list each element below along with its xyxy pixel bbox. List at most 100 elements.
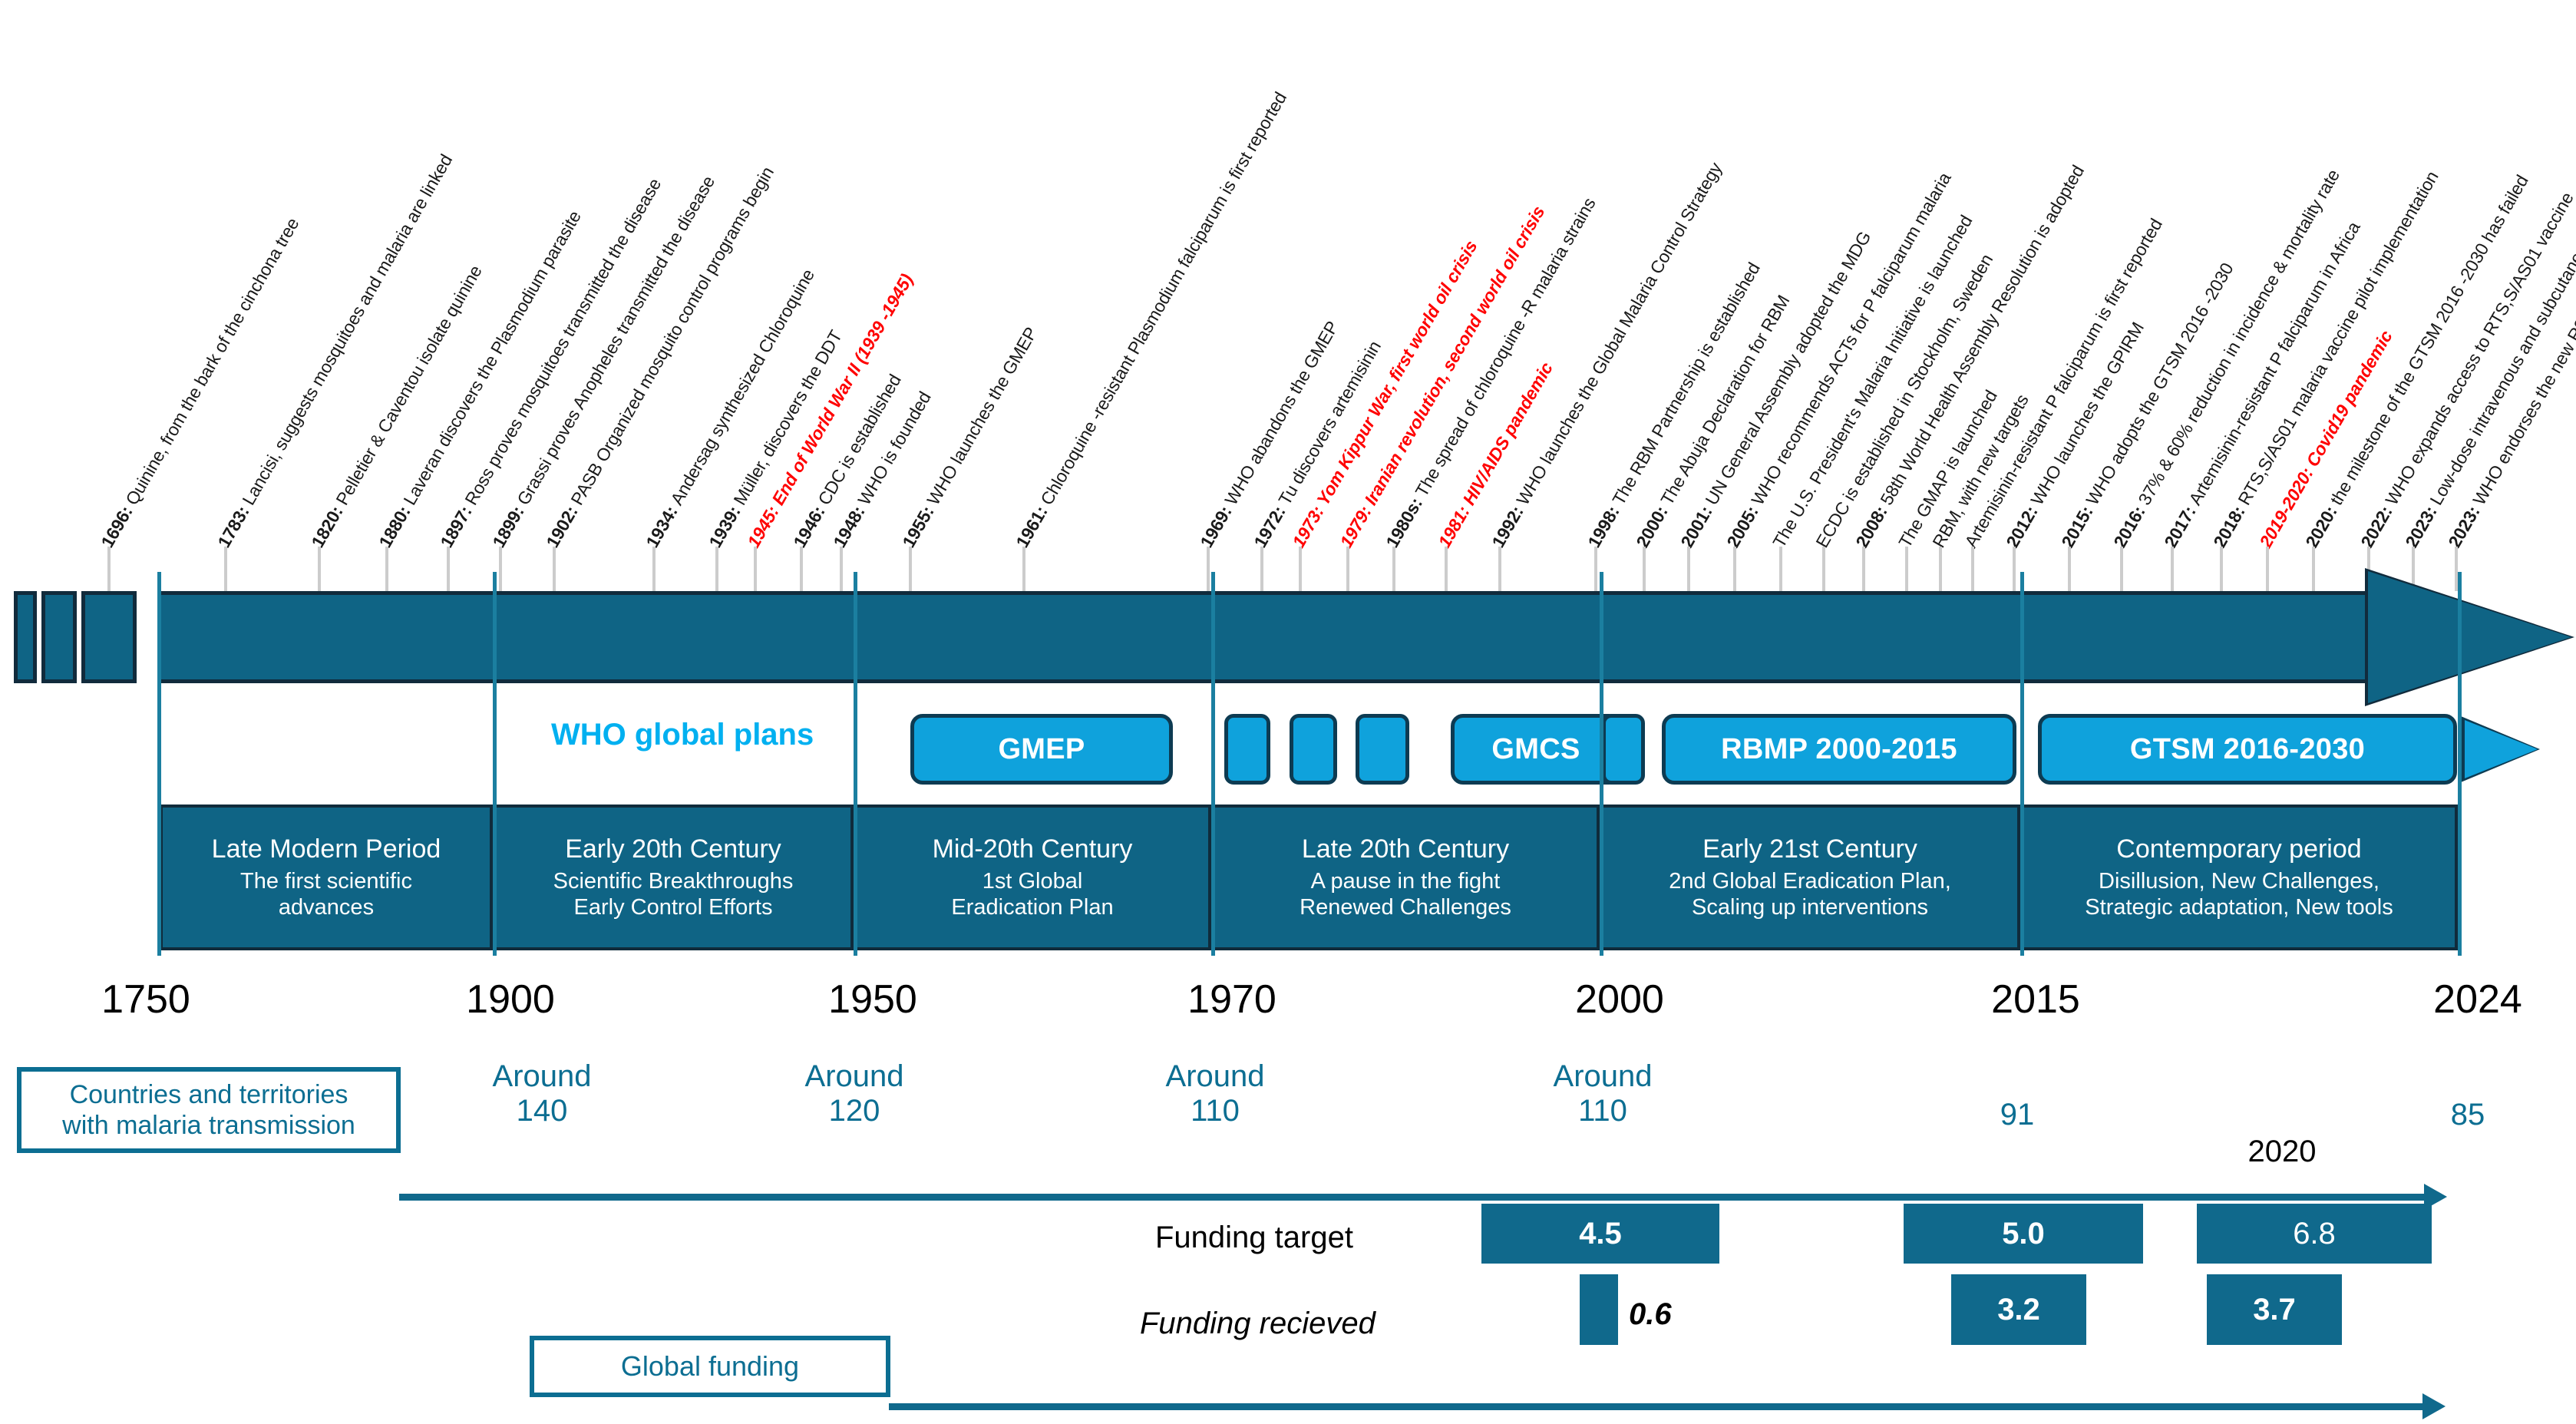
funding-received-value: 0.6 [1629, 1297, 1672, 1331]
event-text: PASB Organized mosquito control programs… [566, 163, 778, 509]
transmission-legend-line: with malaria transmission [62, 1111, 355, 1140]
period-subtitle-line: Scaling up interventions [1692, 895, 1928, 920]
period-subtitle-line: Strategic adaptation, New tools [2085, 895, 2393, 920]
event-year: 1939: [705, 498, 747, 551]
event-tick [754, 547, 757, 591]
event-year: 1897: [436, 498, 478, 551]
event-tick [840, 547, 843, 591]
event-label: 1980s: The spread of chloroquine -R mala… [1382, 194, 1599, 551]
event-year: 1946: [789, 498, 831, 551]
event-year: 1696: [97, 498, 139, 551]
event-year: 2016: [2109, 498, 2152, 551]
event-year: 1992: [1488, 498, 1530, 551]
event-tick [1022, 547, 1025, 591]
event-tick [499, 547, 502, 591]
period-title: Early 20th Century [565, 834, 781, 864]
funding-target-bar: 5.0 [1904, 1204, 2143, 1264]
event-year: 2023: [2401, 498, 2443, 551]
event-label: 2020: the milestone of the GTSM 2016 -20… [2301, 171, 2531, 550]
event-year: 1948: [829, 498, 871, 551]
event-year: 1973: [1288, 498, 1330, 551]
event-tick [2120, 547, 2123, 591]
event-year: 1820: [307, 498, 349, 551]
main-timeline-bar [0, 568, 2576, 706]
program-box-small[interactable] [1290, 714, 1337, 785]
event-year: 2023: [2444, 498, 2486, 551]
event-tick [2171, 547, 2174, 591]
event-year: 1998: [1584, 498, 1626, 551]
funding-target-value: 4.5 [1579, 1216, 1622, 1251]
transmission-legend-line: Countries and territories [69, 1079, 348, 1109]
period-title: Contemporary period [2116, 834, 2362, 864]
event-tick [1643, 547, 1646, 591]
event-text: WHO launches the GMEP [923, 323, 1042, 509]
event-tick [553, 547, 556, 591]
event-label: 1897: Ross proves mosquitoes transmitted… [436, 175, 665, 551]
event-tick [1207, 547, 1210, 591]
event-text: WHO recommends ACTs for P falciparum mal… [1747, 169, 1955, 509]
year-axis-label: 1750 [101, 977, 190, 1022]
event-year: 1899: [488, 498, 530, 551]
transmission-value-line: 140 [516, 1093, 568, 1128]
program-box-rbmp[interactable]: RBMP 2000-2015 [1662, 714, 2016, 785]
funding-axis-arrow [2422, 1393, 2446, 1419]
year-axis-label: 1970 [1187, 977, 1276, 1022]
era-separator [157, 572, 161, 956]
program-box-gmep[interactable]: GMEP [910, 714, 1173, 785]
event-tick [800, 547, 803, 591]
funding-received-value: 3.7 [2253, 1292, 2296, 1327]
era-separator [2458, 572, 2462, 956]
event-tick [2312, 547, 2315, 591]
year-axis-label: 1900 [466, 977, 555, 1022]
event-year: 2015: [2057, 498, 2099, 551]
lead-block-3 [81, 591, 137, 683]
program-box-small[interactable] [1602, 714, 1645, 785]
event-tick [2013, 547, 2016, 591]
era-separator [493, 572, 497, 956]
period-subtitle-line: 2nd Global Eradication Plan, [1669, 868, 1951, 894]
main-arrow-head [2368, 571, 2571, 703]
year-axis-label: 2024 [2433, 977, 2522, 1022]
period-subtitle-line: Eradication Plan [951, 895, 1114, 920]
period-subtitle-line: The first scientific [240, 868, 412, 894]
period-subtitle: 2nd Global Eradication Plan,Scaling up i… [1669, 868, 1951, 920]
event-tick [224, 547, 227, 591]
year-axis-label: 2015 [1991, 977, 2080, 1022]
transmission-value-line: Around [1165, 1059, 1265, 1093]
period-subtitle: Disillusion, New Challenges,Strategic ad… [2085, 868, 2393, 920]
era-separator [854, 572, 857, 956]
who-global-plans-label: WHO global plans [551, 718, 814, 752]
funding-target-value: 5.0 [2002, 1216, 2045, 1251]
era-separator [1211, 572, 1215, 956]
funding-received-bar [1580, 1274, 1618, 1345]
event-year: 1783: [213, 498, 256, 551]
event-year: 2012: [2002, 498, 2044, 551]
program-box-small[interactable] [1224, 714, 1270, 785]
transmission-year-note: 2020 [2247, 1135, 2317, 1168]
funding-target-bar: 6.8 [2197, 1204, 2432, 1264]
event-tick [1594, 547, 1597, 591]
event-year: 1980s: [1382, 490, 1429, 551]
period-subtitle-line: advances [278, 895, 375, 920]
program-box-small[interactable] [1356, 714, 1409, 785]
program-box-gmcs[interactable]: GMCS [1451, 714, 1621, 785]
event-labels-group: 1696: Quinine, from the bark of the cinc… [0, 0, 2576, 583]
event-label: 1973: Yom Kippur War, first world oil cr… [1288, 237, 1481, 551]
program-box-gtsm[interactable]: GTSM 2016-2030 [2038, 714, 2457, 785]
event-year: 1880: [375, 498, 417, 551]
transmission-value-line: 110 [1191, 1093, 1240, 1128]
event-tick [107, 547, 111, 591]
program-arrow-head [2465, 720, 2538, 778]
event-tick [1445, 547, 1448, 591]
transmission-value-line: 110 [1578, 1093, 1627, 1128]
year-axis-label: 1950 [828, 977, 917, 1022]
event-year: 2018: [2209, 498, 2251, 551]
